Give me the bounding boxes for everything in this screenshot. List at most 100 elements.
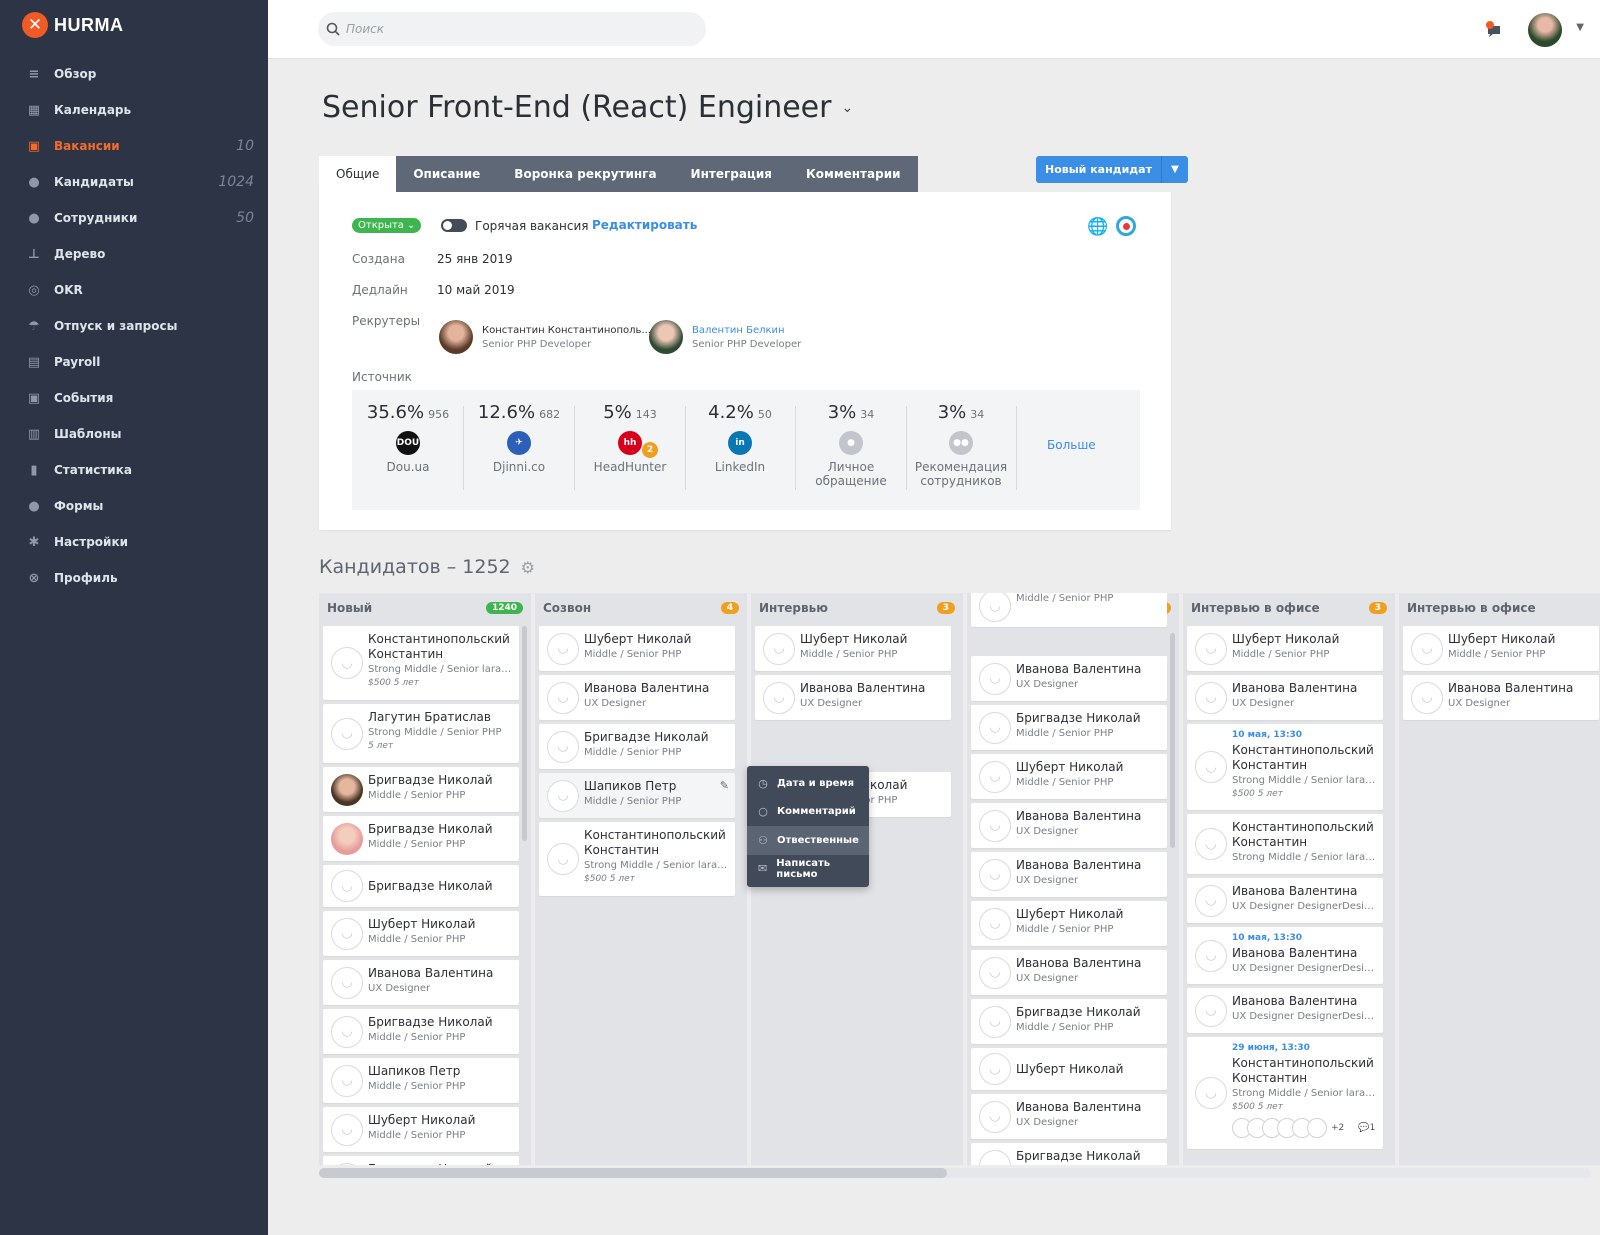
more-link[interactable]: Больше xyxy=(1047,438,1096,452)
context-menu-item[interactable]: ✉Написать письмо xyxy=(747,855,869,884)
source-item[interactable]: 12.6%682✈Djinni.co xyxy=(463,402,575,474)
sidebar-item-overview[interactable]: ≡Обзор xyxy=(0,56,268,92)
hot-vacancy-toggle[interactable] xyxy=(441,219,467,232)
tab-1[interactable]: Описание xyxy=(396,156,498,192)
context-menu-item[interactable]: ◷Дата и время xyxy=(747,769,869,798)
candidate-card[interactable]: 10 мая, 13:30◡Константинопольский Конста… xyxy=(1187,724,1383,810)
chevron-down-icon[interactable]: ⌄ xyxy=(841,99,854,116)
sidebar-item-profile[interactable]: ⊗Профиль xyxy=(0,560,268,596)
pencil-icon[interactable]: ✎ xyxy=(719,779,729,792)
recruiter-name[interactable]: Валентин Белкин xyxy=(692,324,785,336)
search-box[interactable] xyxy=(318,12,706,46)
sidebar-item-forms[interactable]: ●Формы xyxy=(0,488,268,524)
search-input[interactable] xyxy=(346,22,686,36)
status-badge[interactable]: Открыта⌄ xyxy=(352,218,422,233)
candidate-card[interactable]: ◡Шуберт Николай xyxy=(971,1048,1167,1090)
sidebar-item-vacation[interactable]: ☂Отпуск и запросы xyxy=(0,308,268,344)
recruiter[interactable]: Константин Константинополь... Senior PHP… xyxy=(439,320,651,354)
context-menu-item[interactable]: ⚇Отвественные xyxy=(747,826,869,855)
source-item[interactable]: 3%34●●Рекомендация сотрудников xyxy=(905,402,1017,488)
sidebar-item-okr[interactable]: ◎OKR xyxy=(0,272,268,308)
horizontal-scrollbar[interactable] xyxy=(319,1168,1591,1178)
context-menu-item[interactable]: ○Комментарий xyxy=(747,798,869,827)
candidate-card[interactable]: 29 июня, 13:30◡Константинопольский Конст… xyxy=(1187,1037,1383,1149)
sidebar-item-templates[interactable]: ▥Шаблоны xyxy=(0,416,268,452)
user-avatar[interactable] xyxy=(1528,13,1562,47)
sidebar-item-statistics[interactable]: ▮Статистика xyxy=(0,452,268,488)
edit-link[interactable]: Редактировать xyxy=(592,218,698,232)
page-title[interactable]: Senior Front-End (React) Engineer ⌄ xyxy=(322,90,853,125)
sidebar-item-events[interactable]: ▣События xyxy=(0,380,268,416)
column-scrollbar[interactable] xyxy=(1170,633,1175,848)
sidebar-item-settings[interactable]: ✱Настройки xyxy=(0,524,268,560)
tab-3[interactable]: Интеграция xyxy=(673,156,789,192)
sidebar-item-tree[interactable]: ⊥Дерево xyxy=(0,236,268,272)
horizontal-scrollbar-thumb[interactable] xyxy=(319,1168,947,1178)
recruiter[interactable]: Валентин Белкин Senior PHP Developer xyxy=(649,320,801,354)
chevron-down-icon[interactable]: ▼ xyxy=(1576,22,1584,33)
tab-4[interactable]: Комментарии xyxy=(788,156,918,192)
globe-icon[interactable]: 🌐 xyxy=(1087,217,1109,237)
candidate-card[interactable]: ◡Бригвадзе Николай xyxy=(323,865,519,907)
logo[interactable]: ✕ HURMA xyxy=(22,12,124,38)
notification-icon[interactable] xyxy=(1484,20,1504,40)
gear-icon[interactable]: ⚙ xyxy=(520,557,535,577)
sidebar-item-calendar[interactable]: ▦Календарь xyxy=(0,92,268,128)
new-candidate-button[interactable]: Новый кандидат xyxy=(1036,156,1162,183)
chevron-down-icon[interactable]: ▼ xyxy=(1161,156,1188,183)
tab-2[interactable]: Воронка рекрутинга xyxy=(497,156,674,192)
target-icon[interactable] xyxy=(1116,216,1136,236)
column-header[interactable]: Интервью в офисе xyxy=(1399,593,1600,623)
sidebar-item-payroll[interactable]: ▤Payroll xyxy=(0,344,268,380)
source-item[interactable]: 3%34●Личное обращение xyxy=(795,402,907,488)
tab-0[interactable]: Общие xyxy=(319,156,397,192)
candidate-card[interactable]: ◡Middle / Senior PHP xyxy=(971,593,1167,627)
column-scrollbar[interactable] xyxy=(522,626,527,841)
